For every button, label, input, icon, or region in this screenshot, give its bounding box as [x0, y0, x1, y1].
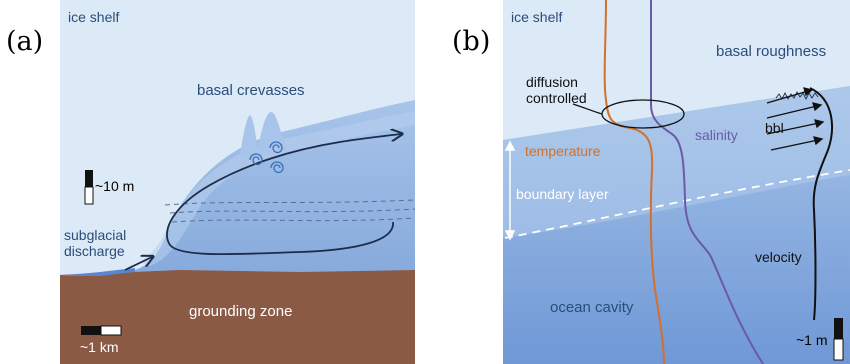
eddy-icon-1	[249, 153, 263, 166]
ice-shelf-label-a: ice shelf	[68, 9, 119, 25]
panel-b-label: (b)	[452, 26, 490, 57]
boundary-layer-line	[504, 169, 850, 239]
stratification-line-3	[171, 217, 416, 223]
basal-roughness-mark	[775, 91, 819, 101]
grounding-zone-region	[60, 270, 415, 364]
basal-roughness-label: basal roughness	[716, 43, 826, 60]
velocity-profile	[809, 87, 833, 321]
basal-crevasses-shape	[240, 111, 286, 158]
basal-crevasses-label: basal crevasses	[197, 82, 305, 99]
ice-shelf-label-b: ice shelf	[511, 9, 562, 25]
horizontal-scale-bar-a	[81, 325, 122, 336]
subglacial-label-line2: discharge	[64, 243, 125, 259]
panel-b: (b)	[452, 0, 850, 364]
boundary-layer-label: boundary layer	[516, 186, 609, 202]
bbl-arrows	[766, 87, 825, 151]
diffusion-label-line2: controlled	[526, 90, 587, 106]
vertical-scale-label-b: ~1 m	[796, 332, 828, 348]
temperature-profile	[603, 0, 665, 364]
panel-a: (a) ~10 m	[6, 0, 416, 364]
diffusion-pointer	[572, 103, 603, 115]
boundary-layer-region	[503, 86, 850, 238]
diffusion-label-line1: diffusion	[526, 74, 578, 90]
subglacial-label-line1: subglacial	[64, 227, 126, 243]
vertical-scale-label-a: ~10 m	[95, 178, 134, 194]
eddy-icon-2	[269, 141, 283, 154]
circulation-arrow	[166, 134, 401, 256]
vertical-scale-bar-a	[84, 170, 94, 205]
bbl-label: bbl	[765, 120, 784, 136]
discharge-outflow	[60, 268, 135, 276]
velocity-label: velocity	[755, 249, 802, 265]
salinity-profile	[650, 0, 764, 364]
eddy-icon-3	[270, 161, 284, 174]
ocean-cavity-label: ocean cavity	[550, 299, 634, 316]
stratification-line-2	[169, 208, 416, 214]
eddy-icons	[249, 141, 284, 174]
inflow-arrow	[124, 257, 152, 271]
horizontal-scale-label-a: ~1 km	[80, 339, 119, 355]
panel-a-label: (a)	[6, 26, 43, 57]
boundary-layer-arrow	[504, 140, 516, 241]
salinity-label: salinity	[695, 127, 738, 143]
vertical-scale-bar-b	[833, 318, 844, 361]
stratification-line-1	[164, 199, 416, 206]
grounding-zone-label: grounding zone	[189, 303, 292, 320]
temperature-label: temperature	[525, 143, 601, 159]
